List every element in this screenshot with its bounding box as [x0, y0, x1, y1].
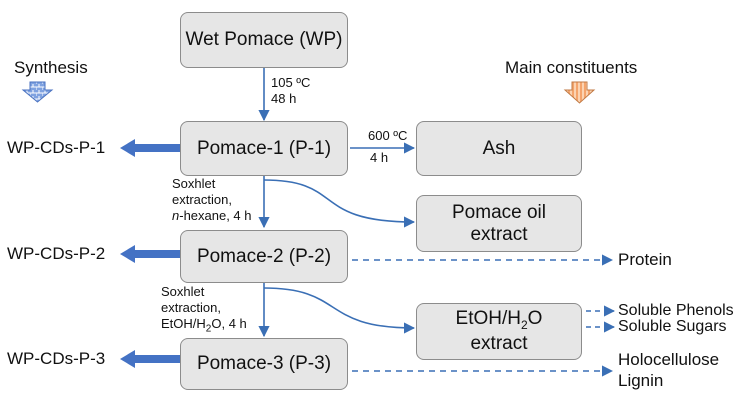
pomace-oil-extract-box: Pomace oil extract: [416, 195, 582, 252]
pomace-3-label: Pomace-3 (P-3): [196, 353, 332, 375]
soxhlet-label: Soxhlet: [172, 176, 216, 191]
ash-label: Ash: [482, 137, 516, 159]
synthesis-header: Synthesis: [14, 58, 88, 77]
synthesis-arrow-p1-icon: [120, 139, 180, 157]
main-constituents-header: Main constituents: [505, 58, 638, 77]
constituent-lignin: Lignin: [618, 371, 664, 390]
arrow-p1-to-oil-extract: [263, 179, 416, 228]
soxhlet-label: Soxhlet: [161, 284, 205, 299]
product-wp-cds-p2: WP-CDs-P-2: [7, 244, 106, 263]
pomace-3-box: Pomace-3 (P-3): [180, 338, 348, 390]
condition-temperature-label: 105 ºC: [271, 75, 311, 90]
constituents-down-arrow-icon: [563, 81, 596, 104]
arrow-p2-to-etoh-extract: [263, 287, 416, 334]
synthesis-arrow-p2-icon: [120, 245, 180, 263]
etoh-extract-label: extract: [470, 332, 528, 354]
solvent-hexane-label: n-hexane, 4 h: [172, 208, 252, 223]
product-wp-cds-p3: WP-CDs-P-3: [7, 349, 106, 368]
condition-p1-ash: 600 ºC 4 h: [368, 128, 407, 166]
constituent-holocellulose: Holocellulose: [618, 350, 720, 369]
extraction-label: extraction,: [161, 300, 221, 315]
pomace-2-label: Pomace-2 (P-2): [196, 245, 332, 267]
extraction-label: extraction,: [172, 192, 232, 207]
wet-pomace-box: Wet Pomace (WP): [180, 12, 348, 68]
condition-time-label: 48 h: [271, 91, 297, 106]
solvent-etoh-label: EtOH/H2O, 4 h: [161, 316, 247, 335]
condition-temperature-label: 600 ºC: [368, 128, 408, 143]
wet-pomace-label: Wet Pomace (WP): [185, 29, 343, 51]
product-wp-cds-p1: WP-CDs-P-1: [7, 138, 106, 157]
condition-time-label: 4 h: [370, 150, 389, 165]
pomace-oil-extract-label: extract: [470, 223, 528, 245]
ash-box: Ash: [416, 121, 582, 176]
pomace-oil-label: Pomace oil: [452, 201, 546, 223]
constituent-protein: Protein: [618, 250, 672, 269]
constituent-soluble-phenols: Soluble Phenols: [618, 302, 734, 319]
pomace-2-box: Pomace-2 (P-2): [180, 230, 348, 283]
etoh-label: EtOH/H2O: [455, 308, 543, 333]
constituent-soluble-sugars: Soluble Sugars: [618, 318, 727, 335]
condition-p1-p2: Soxhlet extraction, n-hexane, 4 h: [172, 176, 252, 224]
condition-wp-p1: 105 ºC 48 h: [271, 75, 310, 107]
pomace-1-box: Pomace-1 (P-1): [180, 121, 348, 176]
synthesis-down-arrow-icon: [21, 81, 54, 103]
etoh-extract-box: EtOH/H2O extract: [416, 303, 582, 360]
condition-p2-p3: Soxhlet extraction, EtOH/H2O, 4 h: [161, 284, 247, 338]
synthesis-arrow-p3-icon: [120, 350, 180, 368]
pomace-1-label: Pomace-1 (P-1): [196, 137, 332, 159]
